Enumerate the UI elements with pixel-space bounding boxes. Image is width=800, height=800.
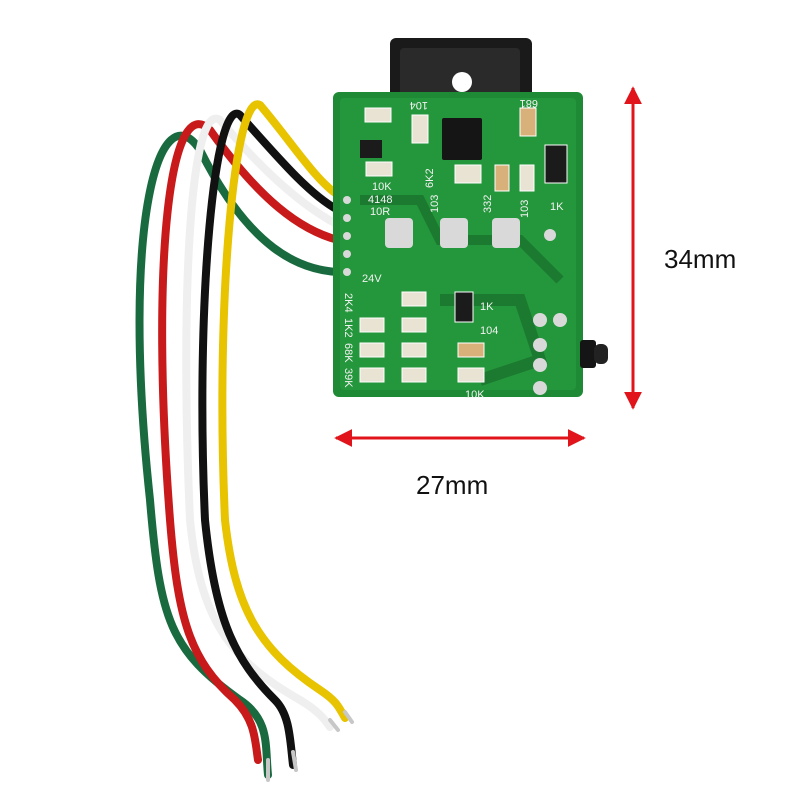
wire-white [182,114,342,731]
led-indicator [580,340,608,368]
silk-d4148: 4148 [368,194,392,206]
wire-red [158,120,342,764]
silk-r39k: 39K [342,368,354,388]
silk-r103-right: 103 [519,200,531,218]
ic-chip [442,118,482,160]
silk-r2k4: 2K4 [342,293,354,313]
silk-r104-mid: 104 [480,325,498,337]
silk-r681: 681 [520,97,538,109]
header-pins [343,196,351,276]
silk-r10r: 10R [370,206,390,218]
silk-r104: 104 [410,99,428,111]
pcb-board: 104 681 10K 4148 10R 103 6K2 332 103 1K … [333,92,583,401]
solder-pads [385,218,567,395]
silk-r1k2: 1K2 [342,318,354,338]
silk-r103-left: 103 [429,195,441,213]
silk-r68k: 68K [342,343,354,363]
height-dimension-label: 34mm [664,244,737,274]
silk-24v: 24V [362,273,382,285]
smd-components [359,107,568,383]
width-dimension-label: 27mm [416,470,489,500]
silk-r6k2: 6K2 [424,168,436,188]
wire-yellow [218,100,349,722]
power-transistor [390,38,532,108]
silk-r1k-mid: 1K [480,301,494,313]
wire-black [198,109,342,769]
silk-c332: 332 [482,195,494,213]
silk-r10k-bottom: 10K [465,389,485,401]
silk-r1k-top: 1K [550,201,564,213]
silk-r10k-top: 10K [372,181,392,193]
wire-bundle [135,100,354,782]
